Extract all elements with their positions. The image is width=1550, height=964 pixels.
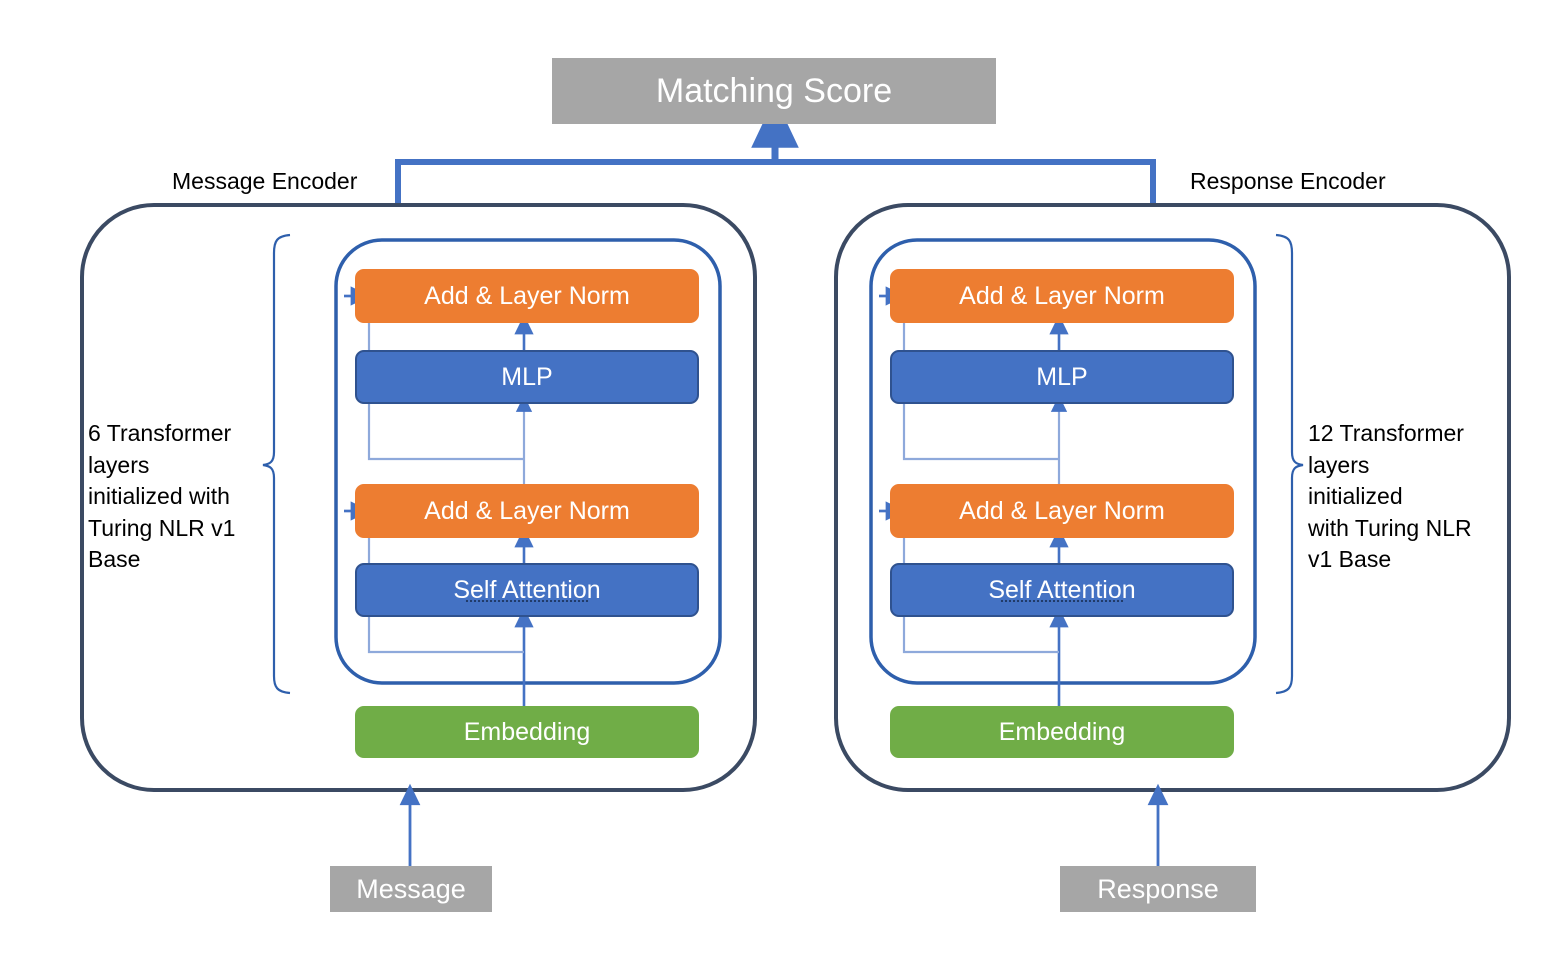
response-mlp: MLP (890, 350, 1234, 404)
note-line: Base (88, 546, 141, 572)
matching-score-arrow (395, 97, 1156, 207)
message-embedding: Embedding (355, 706, 699, 758)
message-mlp: MLP (355, 350, 699, 404)
message-add-layer-norm-1: Add & Layer Norm (355, 484, 699, 538)
response-embedding: Embedding (890, 706, 1234, 758)
note-line: layers (88, 451, 150, 478)
note-line: initialized with (88, 483, 230, 509)
message-self-attention: Self Attention (355, 563, 699, 617)
note-line: v1 Base (1308, 546, 1392, 572)
response-add-layer-norm-1: Add & Layer Norm (890, 484, 1234, 538)
note-line: layers (1308, 451, 1370, 478)
response-self-attention: Self Attention (890, 563, 1234, 617)
note-line: initialized (1308, 483, 1403, 509)
note-line: 6 Transformer (88, 420, 232, 446)
response-self-attention-label: Self Attention (988, 575, 1136, 604)
response-encoder-title: Response Encoder (1190, 168, 1386, 194)
response-add-layer-norm-2: Add & Layer Norm (890, 269, 1234, 323)
note-line: 12 Transformer (1308, 420, 1464, 446)
response-layer-brace (1275, 233, 1304, 695)
message-self-attention-label: Self Attention (453, 575, 601, 604)
message-encoder-title: Message Encoder (172, 168, 358, 194)
note-line: Turing NLR v1 (88, 514, 236, 541)
message-add-layer-norm-2: Add & Layer Norm (355, 269, 699, 323)
message-encoder-note: 6 Transformer layers initialized with Tu… (88, 418, 273, 576)
matching-score-box: Matching Score (552, 58, 996, 124)
note-line: with Turing NLR (1308, 514, 1472, 541)
response-encoder-note: 12 Transformer layers initialized with T… (1308, 418, 1493, 576)
response-input-box: Response (1060, 866, 1256, 912)
message-input-box: Message (330, 866, 492, 912)
